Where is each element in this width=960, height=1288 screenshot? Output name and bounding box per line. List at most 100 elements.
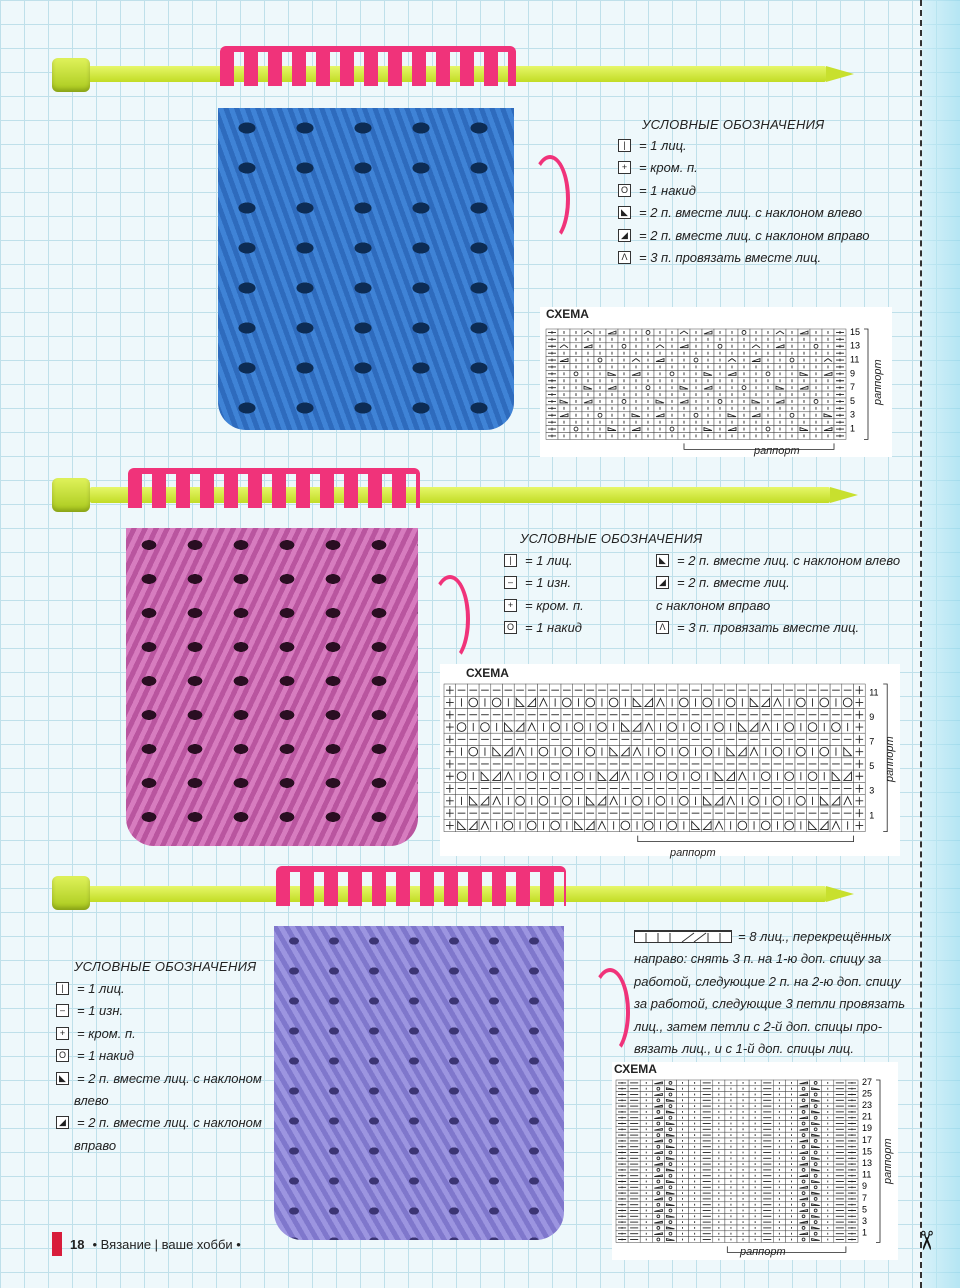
legend-item: += кром. п. [618,160,698,175]
legend-text: = 2 п. вместе лиц. с наклоном влево [677,553,901,568]
rapport-vertical-bracket [864,328,869,440]
row-number: 13 [850,341,860,351]
yarn-loops [220,46,516,86]
legend-item: –= 1 изн. [504,575,571,590]
legend-text: влево [74,1093,109,1108]
row-number: 5 [869,761,874,771]
stitch-symbol-icon: Λ [618,251,631,264]
legend-item: влево [74,1093,109,1108]
violet-knit-swatch-photo [274,926,564,1240]
yarn-tail [430,575,470,663]
row-number: 3 [862,1216,867,1226]
stitch-symbol-icon: | [618,139,631,152]
legend-item: + = кром. п. [56,1026,136,1041]
row-number: 1 [850,424,855,434]
cable-description-line: лиц., затем петли с 2-й доп. спицы про- [634,1018,883,1034]
legend-item: ◣ = 2 п. вместе лиц. с наклоном влево [656,553,900,568]
pink-knit-swatch-photo [126,528,418,846]
chart-cells [443,683,866,832]
legend-item: вправо [74,1138,116,1153]
legend-title: УСЛОВНЫЕ ОБОЗНАЧЕНИЯ [520,531,703,546]
chart-title: СХЕМА [614,1062,657,1076]
stitch-symbol-icon: ◣ [618,206,631,220]
stitch-symbol-icon: | [56,982,69,995]
row-number: 9 [850,368,855,378]
rapport-bracket [637,835,854,842]
row-number: 17 [862,1135,872,1145]
cable-description-line: работой, следующие 2 п. на 2-ю доп. спиц… [634,973,901,989]
stitch-symbol-icon: – [504,576,517,590]
chart-cells [615,1079,859,1243]
legend-text: = 1 накид [77,1048,134,1064]
yarn-tail [590,968,630,1056]
legend-text: = 1 изн. [525,575,572,591]
legend-text: = 1 накид [525,620,582,636]
cable-description-line: = 8 лиц., перекрещённых [738,929,891,944]
legend-text: = 1 накид [639,182,696,198]
needle-tip [826,886,854,902]
row-number: 5 [850,396,855,406]
legend-title: УСЛОВНЫЕ ОБОЗНАЧЕНИЯ [74,959,257,974]
rapport-label: раппорт [740,1246,786,1258]
row-number: 1 [869,810,874,820]
row-number: 13 [862,1158,872,1168]
row-number: 1 [862,1228,867,1238]
stitch-symbol-icon: ◢ [618,228,631,242]
legend-item: ◢= 2 п. вместе лиц. [656,575,790,590]
needle-cap [52,58,90,92]
legend-item: Λ = 3 п. провязать вместе лиц. [618,250,821,265]
row-number: 19 [862,1123,872,1133]
legend-item: += кром. п. [504,598,584,613]
row-number: 3 [869,786,874,796]
legend-text: = 2 п. вместе лиц. с наклоном вправо [639,227,870,243]
rapport-vertical-label: раппорт [882,1138,894,1184]
row-number: 11 [869,687,878,697]
legend-text: = 1 лиц. [77,981,125,996]
legend-title: УСЛОВНЫЕ ОБОЗНАЧЕНИЯ [642,117,825,132]
legend-item: O = 1 накид [56,1048,134,1063]
legend-item: ◢ = 2 п. вместе лиц. с наклоном вправо [618,228,870,243]
row-number: 15 [862,1146,872,1156]
stitch-symbol-icon: – [56,1004,69,1018]
legend-text: = 2 п. вместе лиц. с наклоном влево [639,205,863,221]
magazine-name: • Вязание | ваше хобби • [92,1236,241,1252]
needle-cap [52,478,90,512]
page-footer: 18 • Вязание | ваше хобби • [52,1232,241,1256]
legend-text: = 1 изн. [77,1003,124,1019]
needle-tip [830,487,858,503]
legend-text: = 2 п. вместе лиц. с наклоном [77,1115,262,1131]
legend-text: = 3 п. провязать вместе лиц. [639,250,822,265]
legend-item: ◣ = 2 п. вместе лиц. с наклоном [56,1071,262,1086]
stitch-symbol-icon: ◢ [656,576,669,590]
stitch-symbol-icon: + [56,1026,69,1040]
legend-item: | = 1 лиц. [56,981,125,996]
row-number: 9 [862,1181,867,1191]
legend-text: = 2 п. вместе лиц. с наклоном [77,1070,262,1086]
stitch-symbol-icon: O [56,1049,69,1063]
legend-text: = 1 лиц. [639,138,687,153]
stitch-symbol-icon: ◣ [656,554,669,567]
stitch-symbol-icon: ◢ [56,1116,69,1130]
needle-cap [52,876,90,910]
legend-item: Λ= 3 п. провязать вместе лиц. [656,620,859,635]
legend-item: | = 1 лиц. [618,138,687,153]
legend-item: O= 1 накид [504,620,582,635]
chart-cells [545,328,847,440]
row-number: 5 [862,1204,867,1214]
legend-item: ◢ = 2 п. вместе лиц. с наклоном [56,1115,262,1130]
yarn-loops [128,468,420,508]
legend-text: = кром. п. [77,1025,136,1041]
stitch-symbol-icon: + [504,598,517,612]
yarn-tail [530,155,570,243]
needle-tip [826,66,854,82]
cable-description-line: направо: снять 3 п. на 1-ю доп. спицу за [634,951,882,967]
footer-accent-bar [52,1232,62,1256]
stitch-symbol-icon: ◣ [56,1071,69,1085]
row-number: 27 [862,1077,872,1087]
row-number: 25 [862,1088,872,1098]
